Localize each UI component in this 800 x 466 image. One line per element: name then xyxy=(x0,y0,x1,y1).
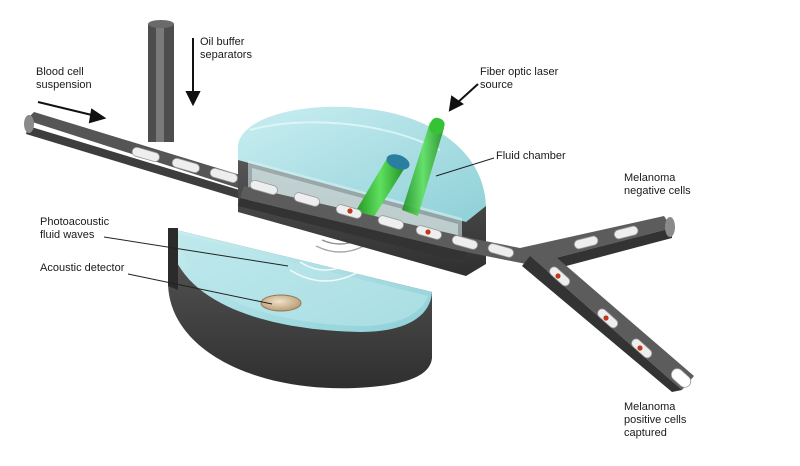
label-oil-buffer-separators: Oil buffer separators xyxy=(200,36,252,61)
detector-dish xyxy=(168,228,432,389)
fiber-optic-laser xyxy=(354,117,445,220)
label-melanoma-negative-cells: Melanoma negative cells xyxy=(624,172,691,197)
laser-arrow xyxy=(455,83,479,105)
oil-buffer-pipe xyxy=(148,20,174,142)
arrows xyxy=(37,38,479,124)
leader-lines xyxy=(103,157,495,305)
label-melanoma-positive-cells-captured: Melanoma positive cells captured xyxy=(624,401,687,439)
label-fiber-optic-laser-source: Fiber optic laser source xyxy=(480,66,559,91)
label-fluid-chamber: Fluid chamber xyxy=(496,150,566,162)
label-acoustic-detector: Acoustic detector xyxy=(40,262,125,274)
label-photoacoustic-fluid-waves: Photoacoustic fluid waves xyxy=(40,216,110,241)
melanoma-cells xyxy=(347,208,643,351)
label-blood-cell-suspension: Blood cell suspension xyxy=(36,66,92,91)
acoustic-detector xyxy=(260,294,302,312)
inflow-arrow xyxy=(37,101,97,117)
